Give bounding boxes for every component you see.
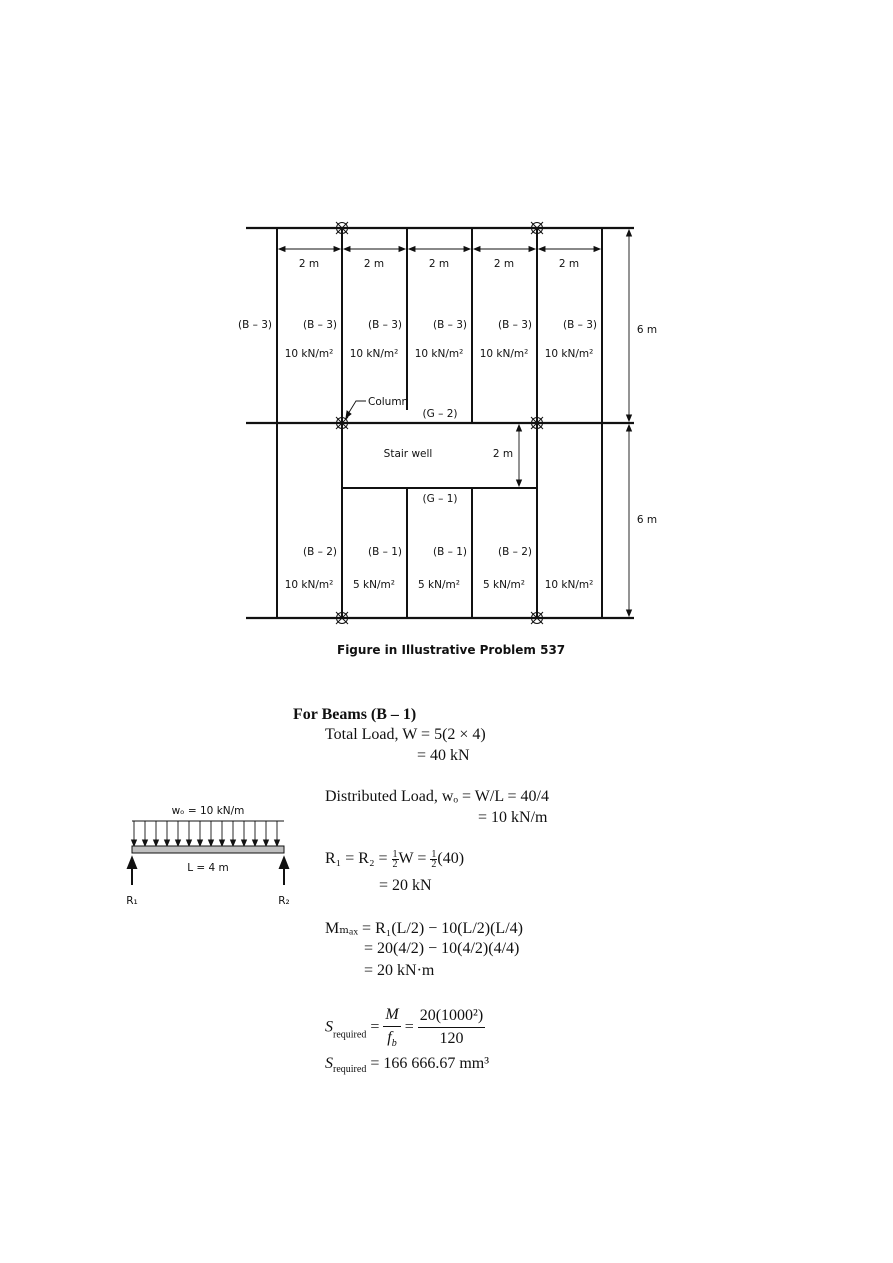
spacing-dimensions	[277, 245, 602, 253]
beam-label: (B – 2)	[303, 546, 337, 558]
moment-line-3: = 20 kN·m	[364, 962, 435, 979]
load-intensity-label: wₒ = 10 kN/m	[172, 805, 245, 817]
span-label: L = 4 m	[187, 862, 229, 874]
moment-line-1: Mₘₐₓ = R₁(L/2) − 10(L/2)(L/4)	[325, 920, 523, 937]
reaction-arrows	[126, 855, 290, 885]
solution-heading: For Beams (B – 1)	[293, 706, 417, 723]
numeric-fraction: 20(1000²)120	[417, 1007, 486, 1048]
load-label: 5 kN/m²	[353, 579, 395, 591]
top-beam-labels: (B – 3) (B – 3) (B – 3) (B – 3) (B – 3) …	[238, 319, 597, 331]
column-symbols	[335, 221, 544, 625]
girder-lines	[246, 226, 634, 620]
girder-label-g2: (G – 2)	[423, 408, 458, 420]
height-label-bottom: 6 m	[637, 514, 657, 526]
beam-lines	[276, 228, 603, 618]
beam-label: (B – 3)	[563, 319, 597, 331]
column-label: Column	[368, 396, 408, 408]
load-label: 10 kN/m²	[285, 348, 334, 360]
bottom-loads: 10 kN/m² 5 kN/m² 5 kN/m² 5 kN/m² 10 kN/m…	[285, 579, 594, 591]
spacing-label: 2 m	[559, 258, 579, 270]
section-modulus-result: Srequired = 166 666.67 mm³	[325, 1055, 490, 1076]
total-load-line-2: = 40 kN	[417, 747, 470, 764]
spacing-label: 2 m	[429, 258, 449, 270]
bottom-beam-labels: (B – 2) (B – 1) (B – 1) (B – 2)	[303, 546, 532, 558]
load-label: 10 kN/m²	[480, 348, 529, 360]
reaction-label-left: R₁	[126, 895, 138, 907]
beam-body	[131, 845, 285, 854]
load-label: 5 kN/m²	[483, 579, 525, 591]
beam-label: (B – 2)	[498, 546, 532, 558]
spacing-label: 2 m	[299, 258, 319, 270]
load-label: 10 kN/m²	[350, 348, 399, 360]
load-label: 10 kN/m²	[415, 348, 464, 360]
beam-label: (B – 1)	[433, 546, 467, 558]
reaction-label-right: R₂	[278, 895, 290, 907]
spacing-label: 2 m	[494, 258, 514, 270]
reactions-mid: W =	[398, 850, 431, 868]
moment-line-2: = 20(4/2) − 10(4/2)(4/4)	[364, 940, 520, 957]
height-label-top: 6 m	[637, 324, 657, 336]
stairwell-label: Stair well	[384, 448, 433, 460]
distributed-load-line-1: Distributed Load, wₒ = W/L = 40/4	[325, 788, 549, 805]
top-loads: 10 kN/m² 10 kN/m² 10 kN/m² 10 kN/m² 10 k…	[285, 348, 594, 360]
misc-labels: Column (G – 2) Stair well 2 m (G – 1) 6 …	[368, 324, 657, 526]
load-label: 10 kN/m²	[285, 579, 334, 591]
beam-label: (B – 3)	[498, 319, 532, 331]
column-leader	[345, 400, 366, 420]
beam-label: (B – 3)	[368, 319, 402, 331]
distributed-load-line-2: = 10 kN/m	[478, 809, 548, 826]
height-dimensions	[515, 228, 633, 618]
load-label: 5 kN/m²	[418, 579, 460, 591]
distributed-load-arrows	[130, 821, 281, 848]
figure-caption: Figure in Illustrative Problem 537	[337, 643, 566, 657]
reactions-line-2: = 20 kN	[379, 877, 432, 894]
spacing-labels: 2 m 2 m 2 m 2 m 2 m	[299, 258, 579, 270]
girder-label-g1: (G – 1)	[423, 493, 458, 505]
spacing-label: 2 m	[364, 258, 384, 270]
beam-label: (B – 1)	[368, 546, 402, 558]
reactions-end: (40)	[437, 850, 465, 868]
load-label: 10 kN/m²	[545, 579, 594, 591]
reactions-lhs: R₁ = R₂ =	[325, 850, 392, 868]
total-load-line-1: Total Load, W = 5(2 × 4)	[325, 726, 486, 743]
stairwell-dim-label: 2 m	[493, 448, 513, 460]
load-label: 10 kN/m²	[545, 348, 594, 360]
beam-label: (B – 3)	[238, 319, 272, 331]
beam-diagram: wₒ = 10 kN/m L = 4 m R₁ R₂	[126, 805, 290, 907]
beam-label: (B – 3)	[433, 319, 467, 331]
beam-label: (B – 3)	[303, 319, 337, 331]
